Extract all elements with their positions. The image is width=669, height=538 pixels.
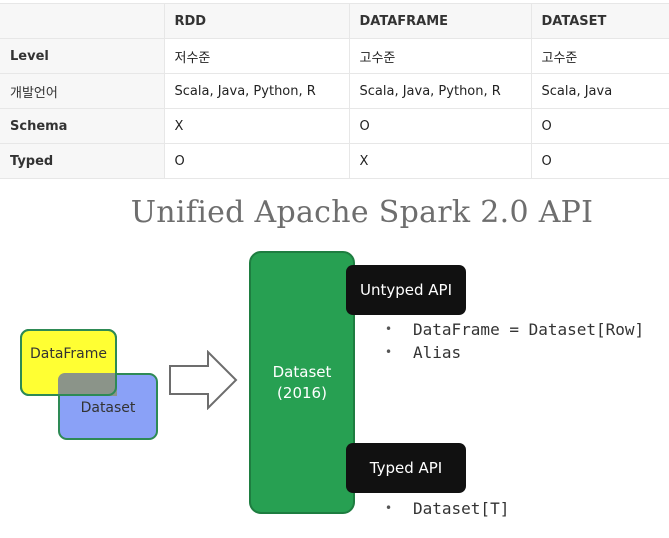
comparison-table: RDD DATAFRAME DATASET Level 저수준 고수준 고수준 …	[0, 3, 669, 179]
table-cell: O	[349, 108, 532, 144]
table-cell: Scala, Java, Python, R	[164, 73, 350, 109]
table-cell: Scala, Java, Python, R	[349, 73, 532, 109]
row-label: Typed	[0, 143, 165, 179]
list-item: • DataFrame = Dataset[Row]	[385, 318, 644, 341]
dataset-main-label: Dataset (2016)	[249, 362, 355, 404]
table-cell: 고수준	[349, 38, 532, 74]
typed-api-bullets: • Dataset[T]	[385, 497, 509, 520]
table-header-corner	[0, 3, 165, 39]
dataset-main-box	[249, 251, 355, 514]
table-header-dataframe: DATAFRAME	[349, 3, 532, 39]
bullet-text: Alias	[413, 343, 462, 362]
table-header-rdd: RDD	[164, 3, 350, 39]
table-header-row: RDD DATAFRAME DATASET	[0, 3, 669, 39]
table-cell: X	[349, 143, 532, 179]
dataframe-label: DataFrame	[29, 346, 108, 362]
table-cell: 저수준	[164, 38, 350, 74]
bullet-text: Dataset[T]	[413, 499, 510, 518]
bullet-icon: •	[385, 501, 393, 515]
table-cell: X	[164, 108, 350, 144]
table-cell: O	[531, 143, 669, 179]
row-label: 개발언어	[0, 73, 165, 109]
bullet-icon: •	[385, 345, 393, 359]
table-header-dataset: DATASET	[531, 3, 669, 39]
table-cell: O	[164, 143, 350, 179]
bullet-text: DataFrame = Dataset[Row]	[413, 320, 645, 339]
bullet-icon: •	[385, 322, 393, 336]
list-item: • Dataset[T]	[385, 497, 509, 520]
row-label: Level	[0, 38, 165, 74]
dataset-main-label-line2: (2016)	[277, 384, 327, 402]
table-row: Typed O X O	[0, 143, 669, 179]
overlap-region	[58, 373, 117, 396]
untyped-api-box: Untyped API	[346, 265, 466, 315]
table-row: Schema X O O	[0, 108, 669, 144]
dataset-label: Dataset	[80, 400, 136, 416]
diagram-title: Unified Apache Spark 2.0 API	[130, 195, 594, 230]
table-row: 개발언어 Scala, Java, Python, R Scala, Java,…	[0, 73, 669, 109]
dataset-main-label-line1: Dataset	[272, 363, 332, 381]
list-item: • Alias	[385, 341, 644, 364]
untyped-api-bullets: • DataFrame = Dataset[Row] • Alias	[385, 318, 644, 364]
table-cell: 고수준	[531, 38, 669, 74]
right-arrow-icon	[169, 350, 238, 410]
table-cell: Scala, Java	[531, 73, 669, 109]
table-cell: O	[531, 108, 669, 144]
table-row: Level 저수준 고수준 고수준	[0, 38, 669, 74]
typed-api-box: Typed API	[346, 443, 466, 493]
row-label: Schema	[0, 108, 165, 144]
